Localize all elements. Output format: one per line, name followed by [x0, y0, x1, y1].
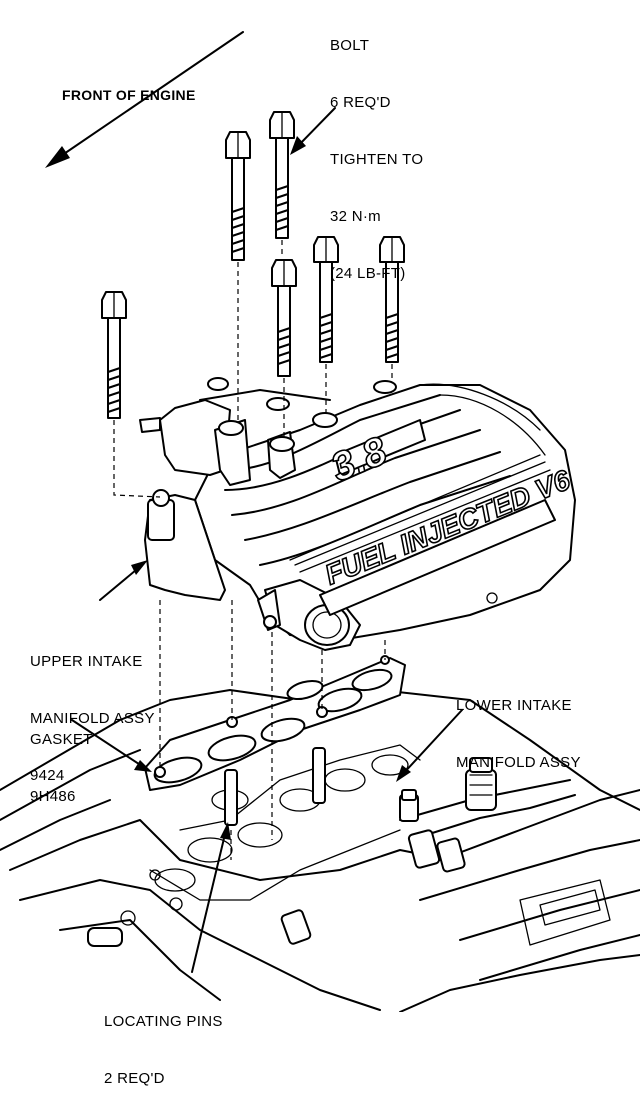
bolt-callout: BOLT 6 REQ'D TIGHTEN TO 32 N·m (24 LB-FT…: [330, 0, 423, 302]
upper-intake-manifold: FUEL INJECTED V6 3.8: [139, 377, 576, 651]
lower-intake-manifold: [0, 689, 640, 1012]
lower-intake-line: MANIFOLD ASSY: [456, 754, 581, 771]
intake-gasket: [144, 655, 406, 791]
displacement-panel: [334, 419, 426, 476]
leader-lines: [45, 31, 463, 973]
upper-intake-line: 9424: [30, 767, 65, 784]
upper-intake-callout: UPPER INTAKE MANIFOLD ASSY 9424: [30, 614, 155, 804]
lower-intake-callout: LOWER INTAKE MANIFOLD ASSY: [456, 658, 581, 791]
diagram-drawing: FUEL INJECTED V6 3.8: [0, 31, 640, 1012]
upper-intake-line: UPPER INTAKE: [30, 653, 143, 670]
bolt-callout-line: 6 REQ'D: [330, 94, 391, 111]
bolt-callout-line: BOLT: [330, 37, 370, 54]
bolt-callout-line: 32 N·m: [330, 208, 381, 225]
locating-pins-line: 2 REQ'D: [104, 1070, 165, 1087]
gasket-line: GASKET: [30, 731, 93, 748]
locating-pin: [224, 747, 326, 826]
upper-intake-line: MANIFOLD ASSY: [30, 710, 155, 727]
fuel-injected-panel: [319, 499, 556, 616]
gasket-callout: GASKET 9H486: [30, 692, 93, 825]
bolt-callout-line: (24 LB-FT): [330, 265, 406, 282]
gasket-line: 9H486: [30, 788, 76, 805]
lower-intake-line: LOWER INTAKE: [456, 697, 572, 714]
alignment-lines: [113, 240, 393, 860]
front-of-engine-arrow: [54, 31, 244, 161]
front-of-engine-label: FRONT OF ENGINE: [62, 87, 196, 103]
locating-pins-callout: LOCATING PINS 2 REQ'D: [104, 974, 223, 1107]
bolt-callout-line: TIGHTEN TO: [330, 151, 424, 168]
locating-pins-line: LOCATING PINS: [104, 1013, 223, 1030]
bolt: [101, 111, 405, 419]
